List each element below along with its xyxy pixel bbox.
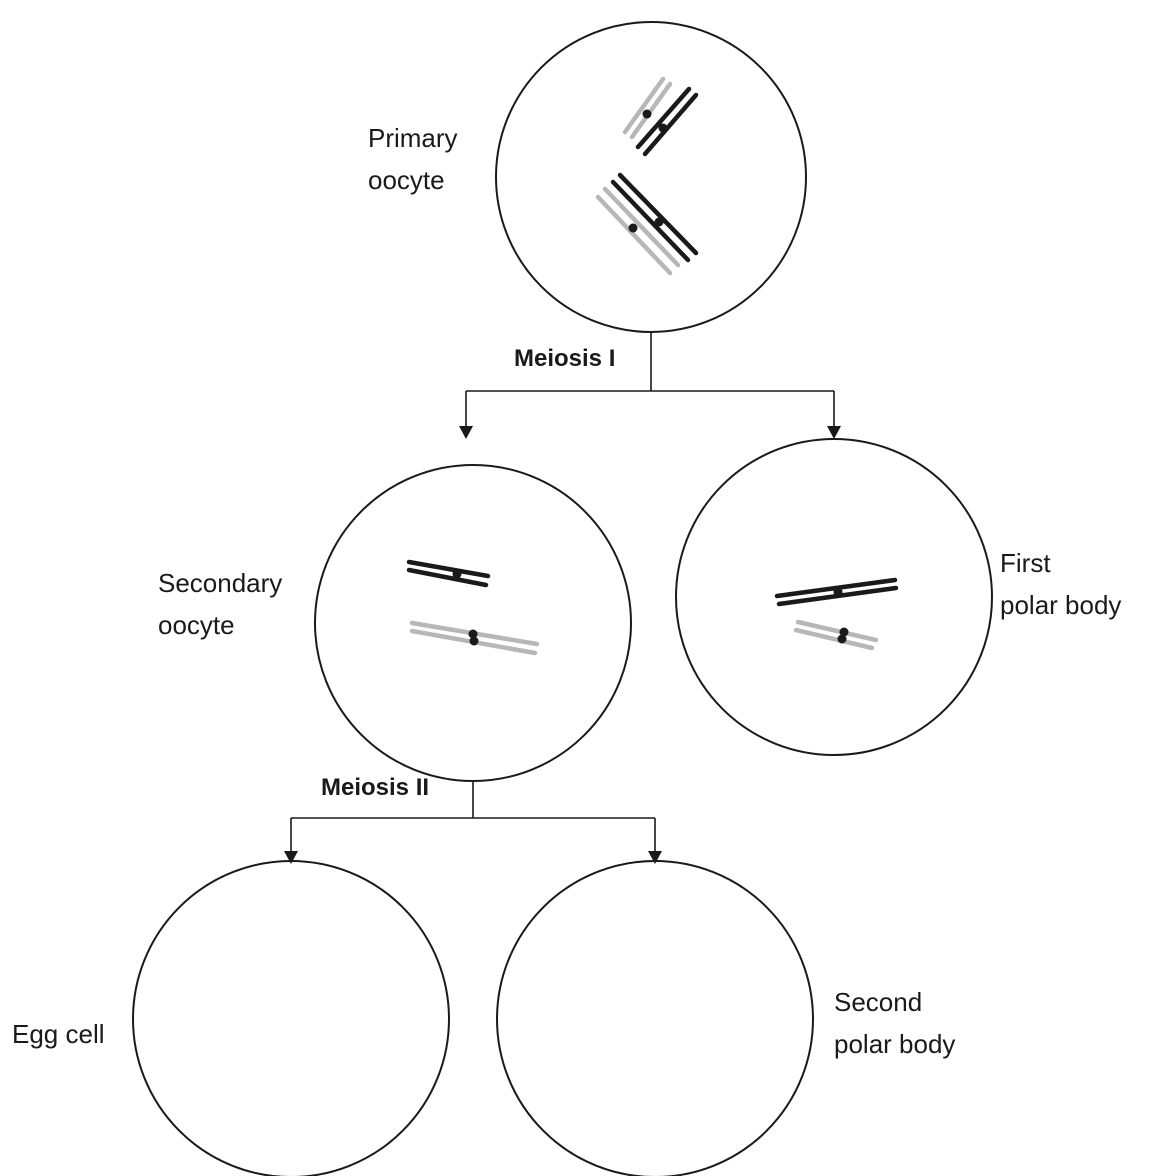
primary-oocyte-label-line1: Primary — [368, 123, 458, 153]
first-polar-body-label-line1: First — [1000, 548, 1051, 578]
secondary-oocyte-label-line2: oocyte — [158, 610, 235, 640]
secondary-oocyte-cell — [315, 465, 631, 781]
chromosome-pair-long — [598, 175, 696, 273]
arrow-down-icon — [827, 426, 841, 439]
arrow-down-icon — [459, 426, 473, 439]
chromosome-long-paternal — [412, 623, 537, 653]
chromosome-pair-short — [625, 79, 696, 154]
paternal-chromosome — [598, 189, 678, 273]
primary-oocyte-label-line2: oocyte — [368, 165, 445, 195]
meiosis-2-label: Meiosis II — [321, 774, 429, 801]
secondary-oocyte-label-line1: Secondary — [158, 568, 282, 598]
second-polar-body-label-line2: polar body — [834, 1029, 955, 1059]
maternal-chromosome — [613, 175, 696, 260]
primary-oocyte-cell — [496, 22, 806, 332]
chromosome-long-maternal — [777, 580, 896, 604]
egg-cell-circle — [133, 861, 449, 1176]
chromosome-short-maternal — [409, 562, 488, 585]
meiosis-1-label: Meiosis I — [514, 345, 615, 372]
chromosome-short-paternal — [796, 622, 876, 648]
second-polar-body-label-line1: Second — [834, 987, 922, 1017]
second-polar-body-cell — [497, 861, 813, 1176]
egg-cell-label: Egg cell — [12, 1019, 105, 1049]
first-polar-body-label-line2: polar body — [1000, 590, 1121, 620]
